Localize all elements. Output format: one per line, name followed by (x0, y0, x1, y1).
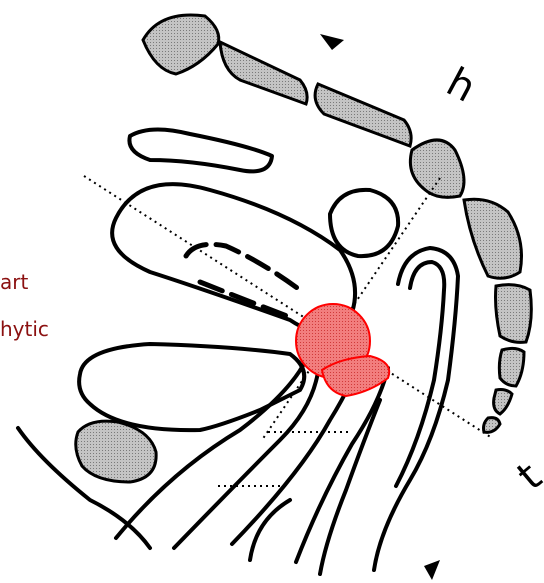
vertebra-7 (499, 348, 524, 386)
perineal-curve (250, 500, 290, 560)
bowel-small-loop (330, 190, 398, 256)
pubic-bone (76, 421, 156, 482)
vertebra-4 (410, 140, 464, 197)
uterine-cavity (186, 244, 300, 318)
vertebra-1 (143, 15, 219, 74)
arrowhead-up-left-icon (320, 34, 344, 50)
label-growth: hytic (0, 317, 49, 341)
vertebra-8 (494, 390, 512, 415)
label-part: art (0, 270, 28, 294)
vertebra-5 (464, 199, 522, 278)
vertebra-3 (315, 84, 411, 146)
lesion (296, 304, 389, 396)
label-axis-bottom: t (509, 454, 544, 499)
rectum-inner (396, 262, 444, 486)
label-axis-top: h (439, 59, 483, 112)
vertebra-9 (484, 418, 501, 433)
vertebra-6 (496, 285, 532, 343)
organ-outlines (18, 129, 458, 574)
arrowhead-down-right-icon (424, 560, 440, 580)
bladder (79, 344, 304, 430)
vertebra-2 (220, 42, 307, 104)
bowel-loop-top (129, 129, 272, 171)
